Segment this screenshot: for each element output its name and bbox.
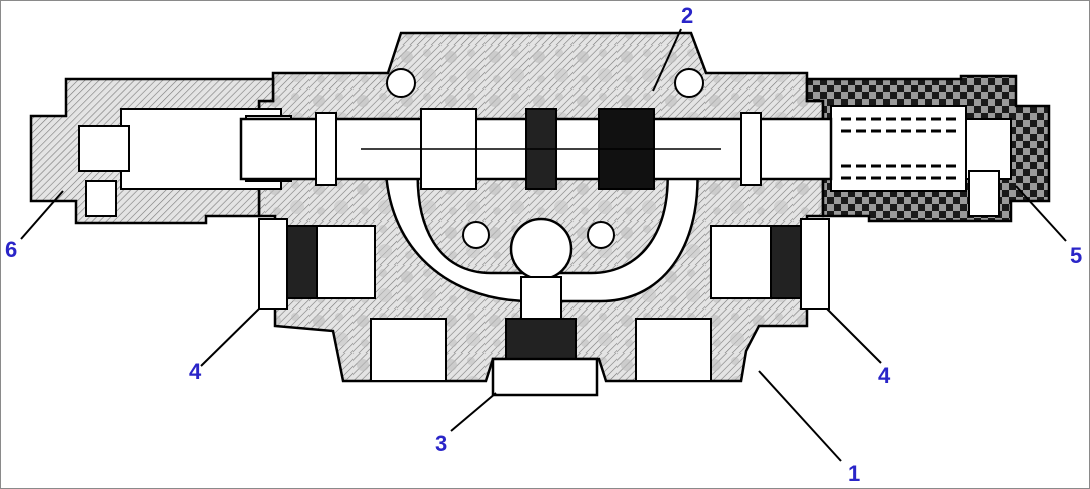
spring-chamber (830, 105, 967, 192)
callout-4-left: 4 (189, 359, 202, 384)
bottom-plug (491, 357, 599, 397)
bottom-right-port (635, 318, 712, 382)
callout-1: 1 (848, 461, 860, 486)
right-port-fitting (710, 218, 830, 310)
callout-3: 3 (435, 431, 447, 456)
check-stem (520, 276, 562, 320)
check-ball (509, 217, 573, 281)
spring-coils (841, 117, 956, 180)
callout-5: 5 (1070, 243, 1082, 268)
bottom-plug-collar (505, 318, 577, 360)
body-bores (386, 68, 704, 249)
leader-lines (20, 28, 1067, 462)
left-port-fitting (258, 218, 376, 310)
callout-6: 6 (5, 237, 17, 262)
valve-spool (239, 108, 833, 190)
bottom-left-port (370, 318, 447, 382)
callout-2: 2 (681, 3, 693, 28)
callout-4-right: 4 (878, 363, 891, 388)
